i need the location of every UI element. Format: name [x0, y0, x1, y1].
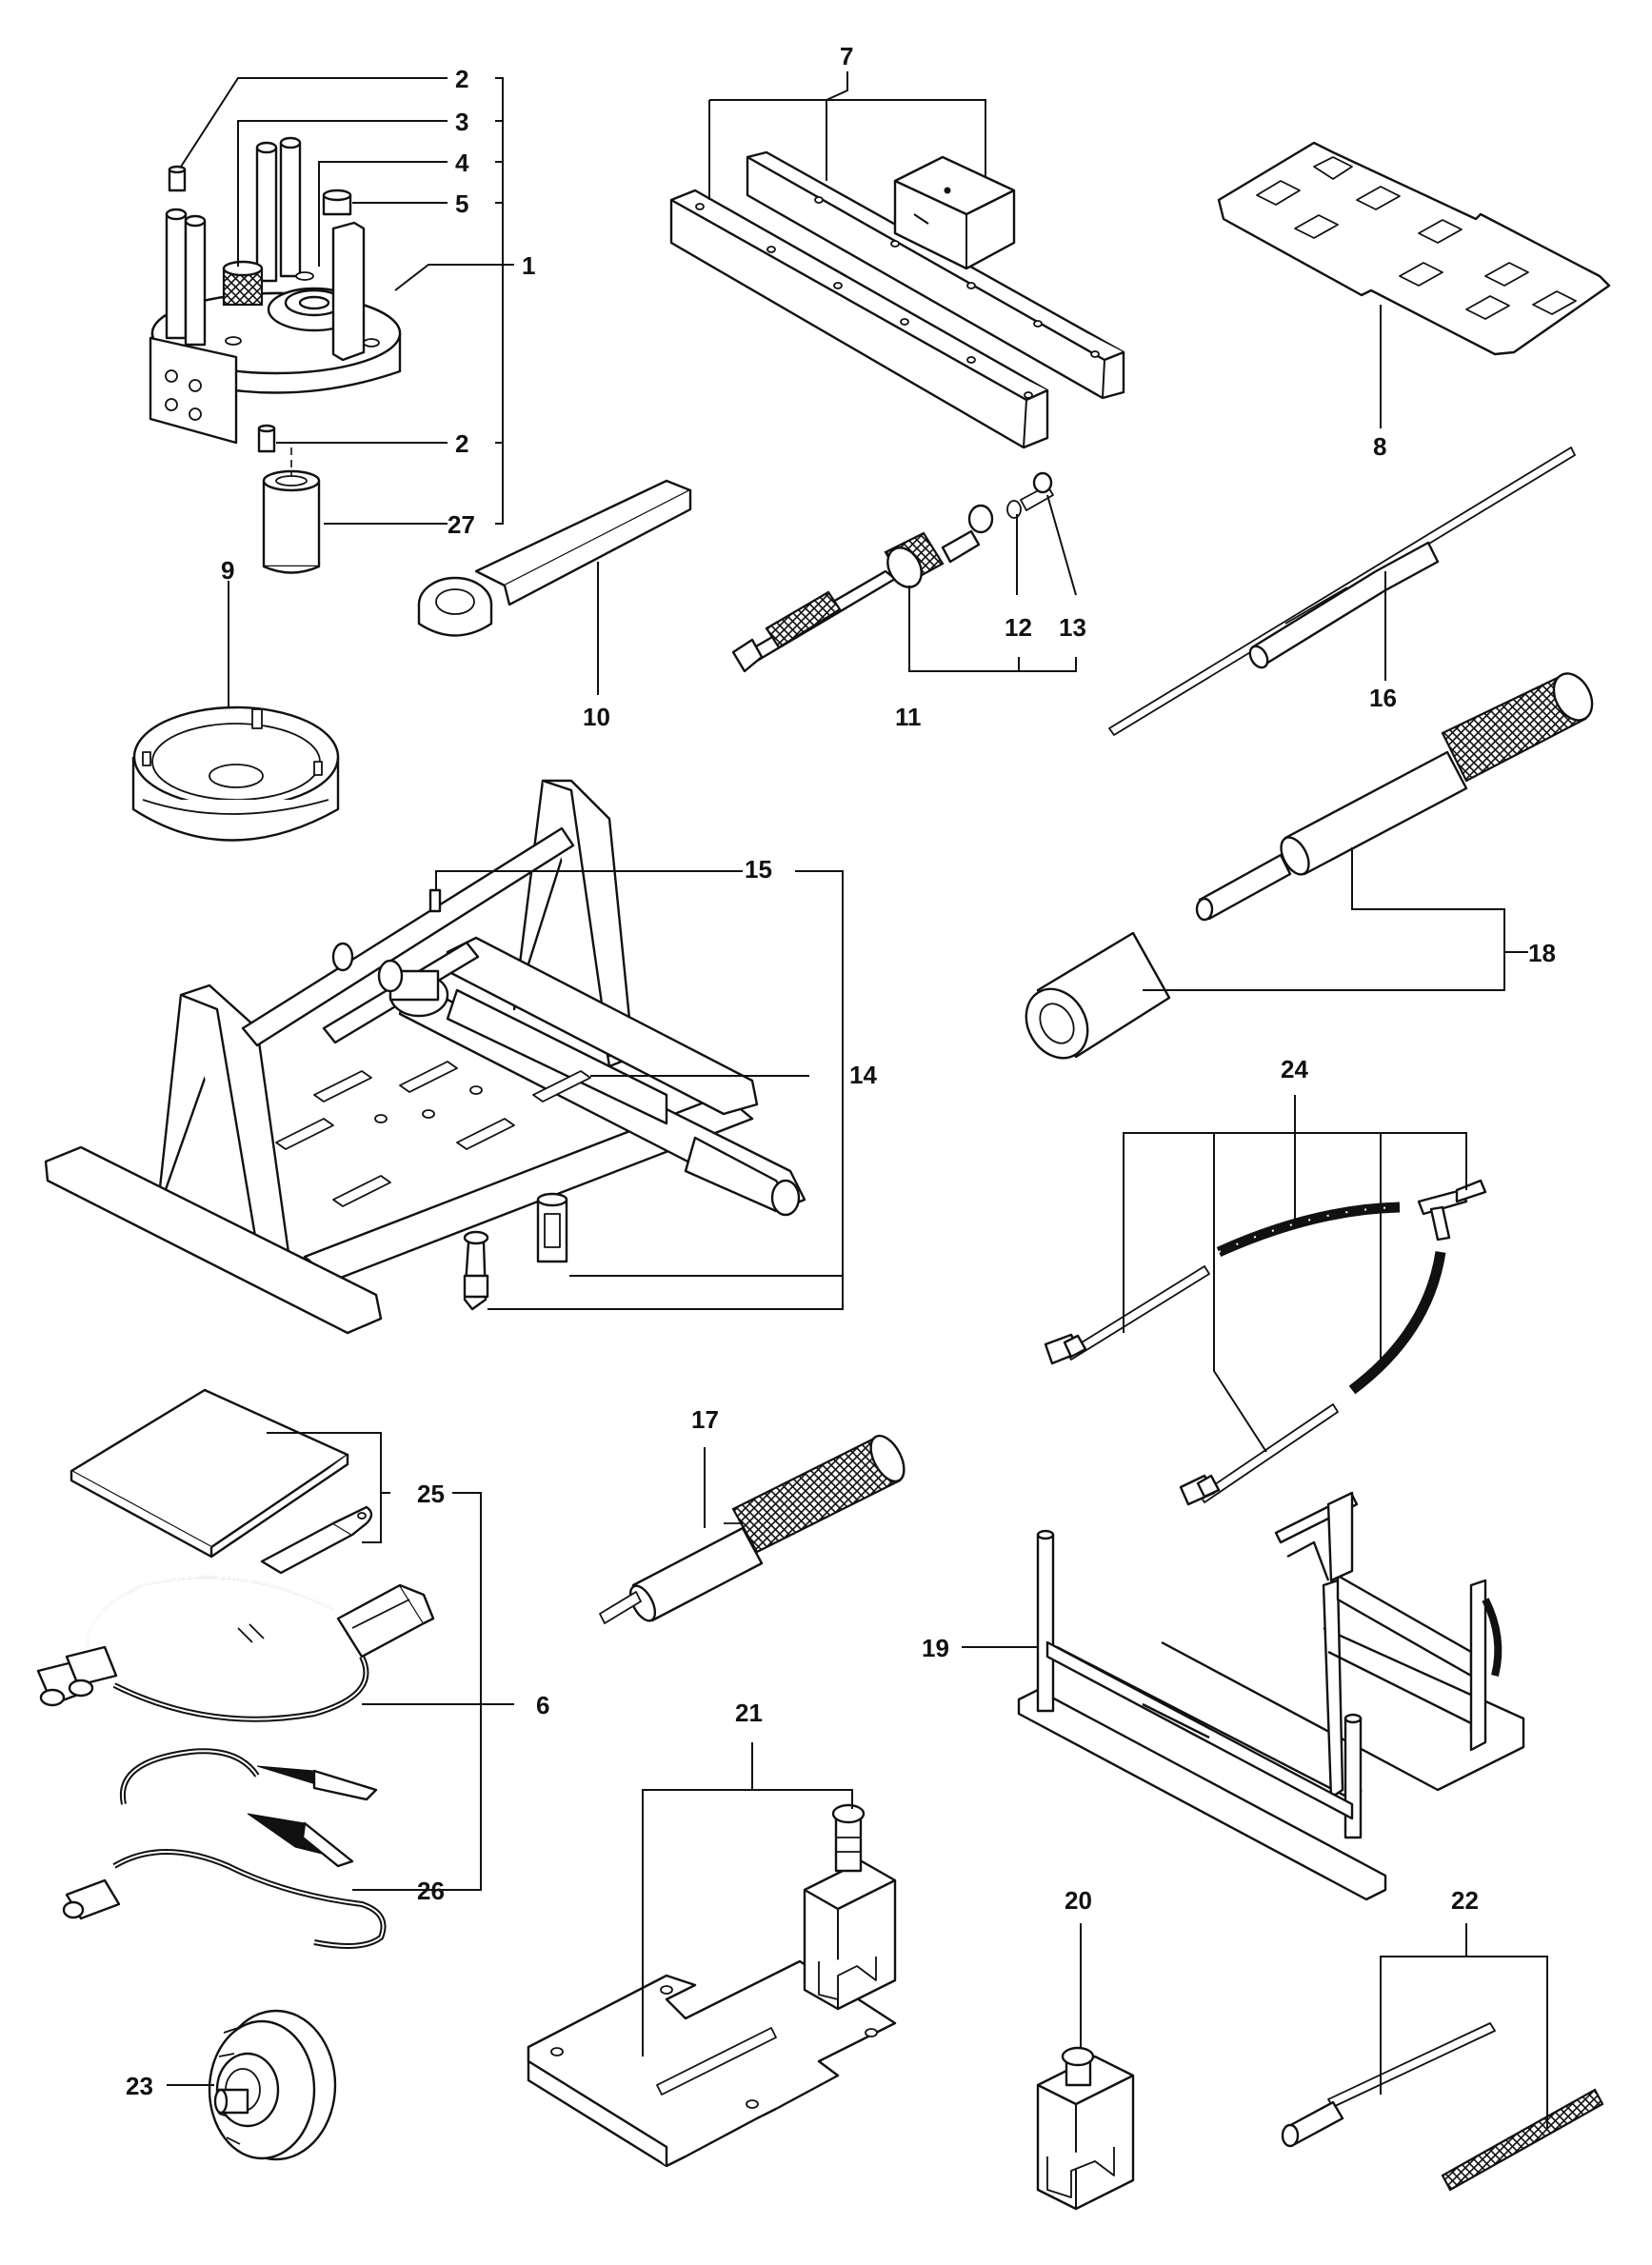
callout-27: 27	[448, 510, 475, 539]
slide-hammer-puller	[731, 471, 1054, 673]
callout-8: 8	[1373, 432, 1386, 461]
callout-labels: 2 3 4 5 1 2 27 7 8 9 10 11 12 13 16 15 1…	[126, 42, 1556, 2100]
cup-socket	[131, 705, 340, 842]
support-rails-kit	[669, 150, 1125, 449]
callout-18: 18	[1528, 939, 1556, 967]
callout-23: 23	[126, 2072, 153, 2100]
callout-22: 22	[1451, 1886, 1479, 1915]
callout-10: 10	[583, 703, 610, 731]
callout-5: 5	[455, 189, 468, 218]
callout-3: 3	[455, 108, 468, 136]
leaders-part18	[1143, 847, 1528, 991]
callout-2-top: 2	[455, 65, 468, 93]
callout-21: 21	[735, 1699, 763, 1727]
battery-clamp-cable	[62, 1748, 387, 1949]
leaders-part7	[708, 71, 986, 200]
callout-17: 17	[691, 1405, 719, 1434]
callout-9: 9	[221, 556, 234, 585]
callout-26: 26	[417, 1877, 445, 1905]
callout-13: 13	[1059, 613, 1086, 642]
bearing-driver-handle	[599, 1434, 906, 1624]
flywheel-holding-fixture	[527, 1803, 897, 2168]
callout-1: 1	[522, 251, 535, 280]
support-frame	[1017, 1491, 1525, 1901]
callout-15: 15	[745, 855, 772, 884]
callout-16: 16	[1369, 684, 1397, 712]
pin-wrench	[417, 479, 692, 637]
callout-14: 14	[849, 1061, 877, 1089]
leaders-part1	[180, 77, 514, 525]
callout-20: 20	[1065, 1886, 1092, 1915]
leaders-part22	[1380, 1923, 1548, 2128]
callout-2-bottom: 2	[455, 429, 468, 458]
callout-19: 19	[922, 1634, 949, 1662]
callout-11: 11	[895, 703, 922, 731]
leaders-part11	[908, 494, 1077, 672]
callout-25: 25	[417, 1480, 445, 1508]
pin-punch-set	[1281, 2022, 1604, 2192]
leaders-part24	[1123, 1095, 1467, 1453]
callout-4: 4	[455, 149, 469, 177]
software-manual-usb	[70, 1388, 373, 1575]
diagnostic-cable	[36, 1576, 435, 1722]
locking-clamp	[1036, 2046, 1135, 2211]
callout-12: 12	[1005, 613, 1032, 642]
callout-7: 7	[840, 42, 853, 70]
callout-6: 6	[536, 1691, 549, 1719]
bearing-fixture-assembly	[149, 136, 402, 574]
locking-ring-socket	[208, 2009, 337, 2161]
leaders-part21	[642, 1742, 853, 2056]
pressure-gauge-hose-kit	[1044, 1179, 1487, 1506]
drift-handle-tool	[1025, 672, 1594, 1060]
callout-24: 24	[1281, 1055, 1308, 1083]
leaders-part14-15	[435, 870, 844, 1310]
mounting-plate	[1217, 141, 1611, 356]
leaders-part25	[267, 1432, 514, 1891]
engine-support-stand	[44, 779, 806, 1335]
alignment-rod	[1108, 447, 1576, 736]
